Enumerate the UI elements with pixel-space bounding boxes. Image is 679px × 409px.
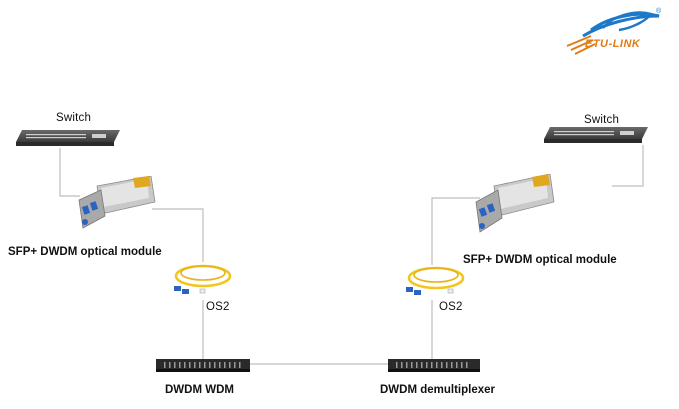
left-switch-device xyxy=(16,130,120,146)
line-left-switch-to-module xyxy=(59,148,80,197)
line-right-module-to-cable xyxy=(431,197,480,265)
left-switch-label: Switch xyxy=(56,112,92,124)
right-switch-label: Switch xyxy=(584,114,620,126)
logo-text: ETU-LINK xyxy=(585,38,641,50)
line-left-module-to-cable xyxy=(152,208,204,262)
logo-registered-mark: ® xyxy=(656,8,662,15)
right-os2-cable xyxy=(406,266,465,295)
right-sfp-module xyxy=(475,174,555,233)
left-dwdm-mux-device xyxy=(156,359,250,372)
left-module-label: SFP+ DWDM optical module xyxy=(8,246,162,258)
etu-link-logo xyxy=(566,11,660,55)
right-demux-label: DWDM demultiplexer xyxy=(380,384,496,396)
left-os2-cable xyxy=(174,264,232,294)
right-dwdm-demux-device xyxy=(388,359,480,372)
right-module-label: SFP+ DWDM optical module xyxy=(463,254,617,266)
right-cable-label: OS2 xyxy=(439,301,463,313)
left-cable-label: OS2 xyxy=(206,301,230,313)
left-mux-label: DWDM WDM xyxy=(165,384,234,396)
left-sfp-module xyxy=(78,176,156,229)
right-switch-device xyxy=(544,127,648,143)
line-right-switch-to-module xyxy=(612,145,644,187)
